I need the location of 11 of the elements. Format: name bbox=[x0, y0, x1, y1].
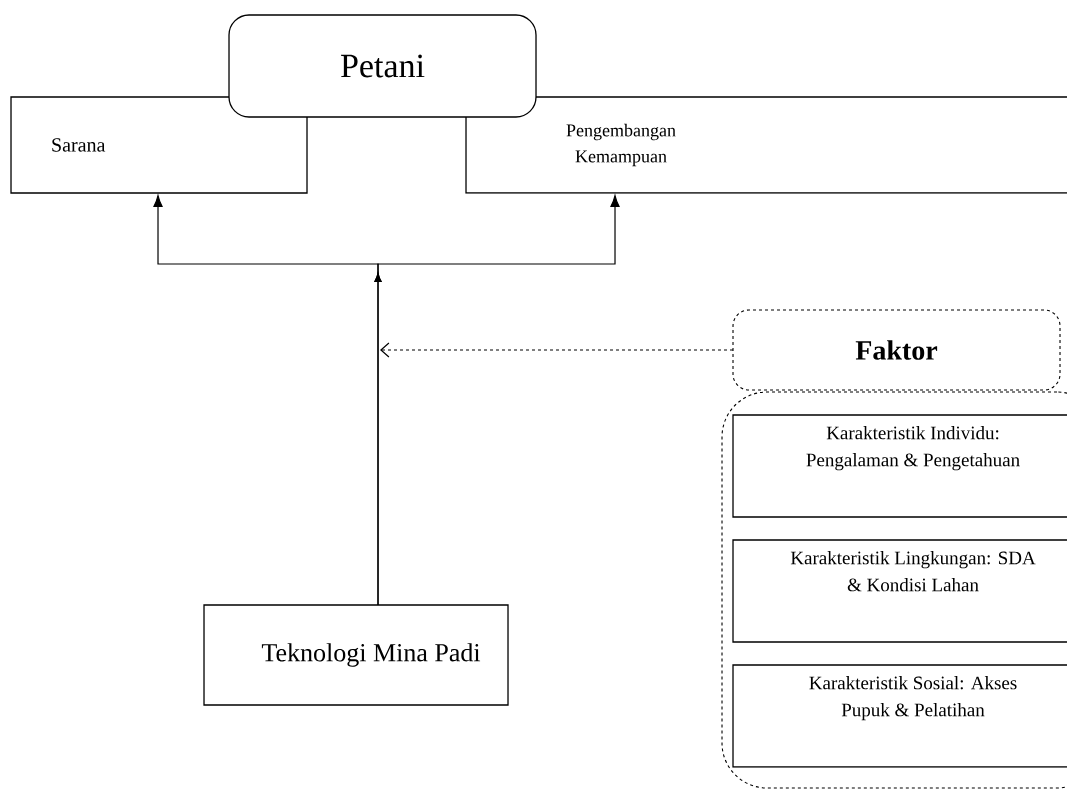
process-box: Pengembangan Kemampuan bbox=[465, 96, 1067, 194]
process-box: Karakteristik Lingkungan: SDA & Kondisi Lahan bbox=[732, 539, 1067, 643]
process-box: Teknologi Mina Padi bbox=[203, 604, 509, 706]
process-box: Karakteristik Sosial: Akses Pupuk & Pelatihan bbox=[732, 664, 1067, 768]
rounded-box: Petani bbox=[228, 14, 537, 118]
dashed-group-box bbox=[721, 391, 1067, 789]
process-box: Sarana bbox=[10, 96, 308, 194]
process-box: Karakteristik Individu: Pengalaman & Pengetahuan bbox=[732, 414, 1067, 518]
dashed-rounded-box: Faktor bbox=[732, 309, 1061, 391]
arrow bbox=[380, 342, 734, 358]
arrow bbox=[374, 195, 620, 606]
